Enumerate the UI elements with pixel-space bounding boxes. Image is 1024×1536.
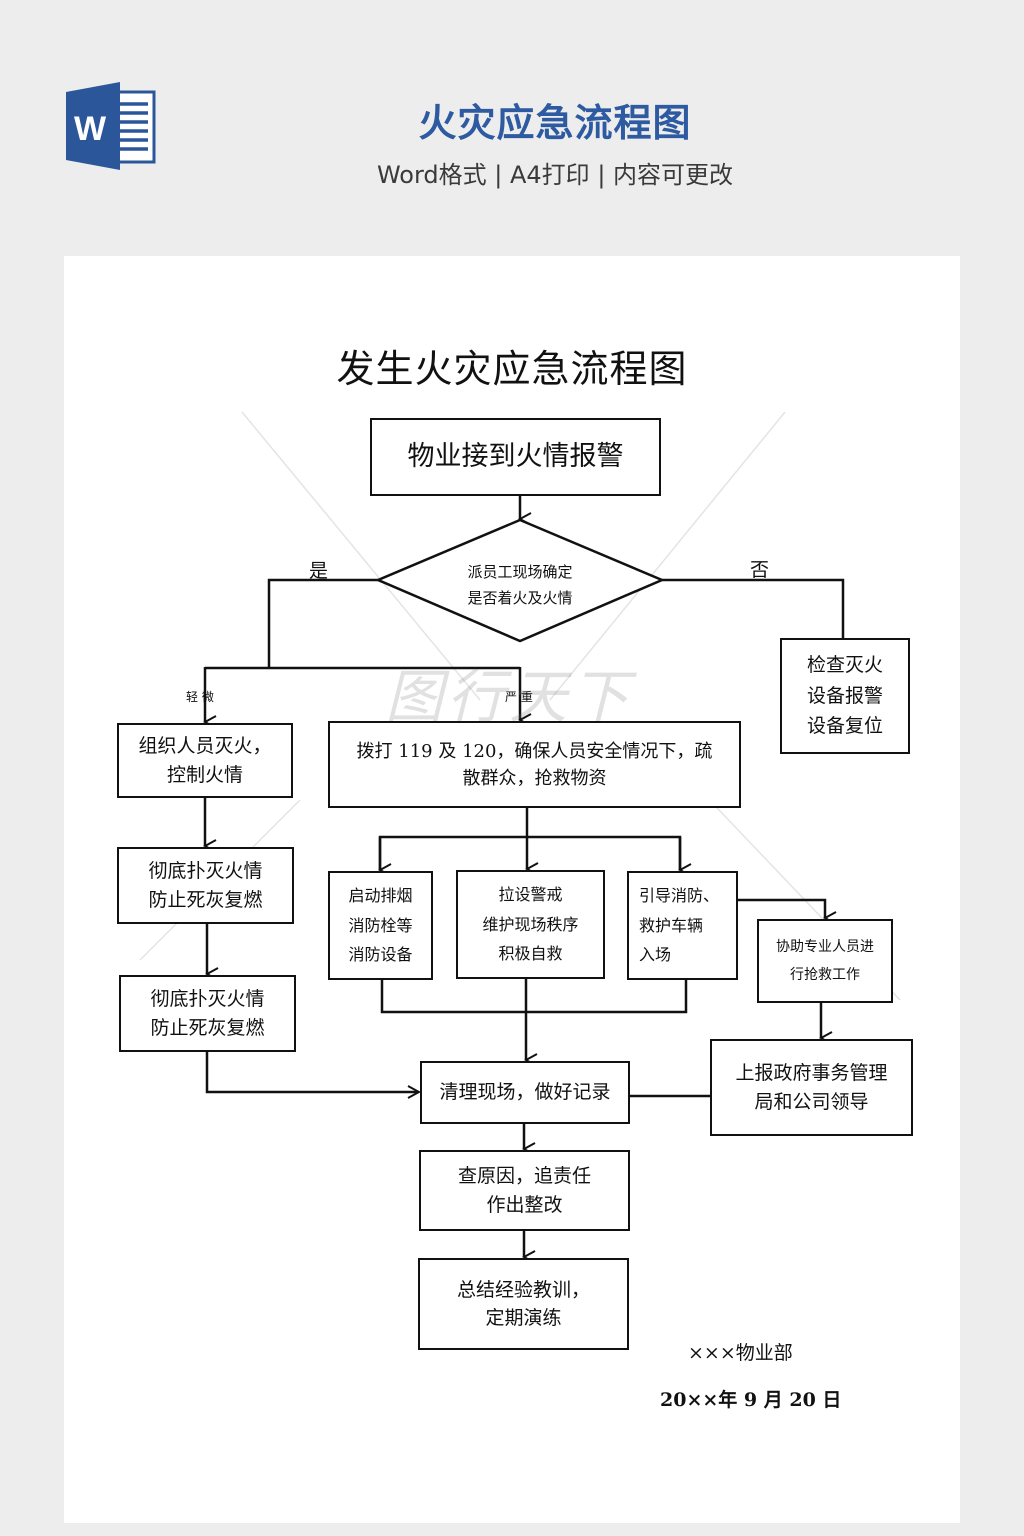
signature-date: 20××年 9 月 20 日 — [660, 1389, 842, 1411]
step-minor-3: 彻底扑灭火情 防止死灰复燃 — [119, 975, 296, 1052]
step-severe: 拨打 119 及 120，确保人员安全情况下，疏 散群众，抢救物资 — [328, 721, 741, 808]
word-icon-letter: W — [74, 110, 107, 148]
step-summarize-drill-text: 总结经验教训， 定期演练 — [456, 1278, 590, 1330]
severe-label: 严 重 — [505, 690, 533, 704]
decision-diamond — [374, 518, 666, 643]
step-cordon-text: 拉设警戒 维护现场秩序 积极自救 — [482, 885, 579, 964]
step-severe-text: 拨打 119 及 120，确保人员安全情况下，疏 散群众，抢救物资 — [356, 740, 713, 789]
step-check-equipment-text: 检查灭火 设备报警 设备复位 — [806, 654, 883, 738]
signature-department: ×××物业部 — [688, 1342, 793, 1364]
no-label: 否 — [750, 559, 770, 581]
step-summarize-drill: 总结经验教训， 定期演练 — [418, 1258, 629, 1350]
word-document-icon: W — [64, 80, 158, 172]
step-minor-2-text: 彻底扑灭火情 防止死灰复燃 — [148, 860, 263, 911]
minor-label: 轻 微 — [186, 690, 214, 704]
step-assist-rescue: 协助专业人员进 行抢救工作 — [757, 919, 893, 1003]
step-clean-record: 清理现场，做好记录 — [420, 1061, 630, 1124]
step-smoke-exhaust-text: 启动排烟 消防栓等 消防设备 — [348, 886, 413, 965]
step-investigate: 查原因，追责任 作出整改 — [419, 1150, 630, 1231]
step-receive-alarm-text: 物业接到火情报警 — [407, 440, 624, 472]
connector-yes — [267, 578, 378, 668]
step-cordon: 拉设警戒 维护现场秩序 积极自救 — [456, 870, 605, 979]
step-minor-2: 彻底扑灭火情 防止死灰复燃 — [117, 847, 294, 924]
page-subtitle: Word格式 | A4打印 | 内容可更改 — [376, 161, 734, 189]
watermark-text: 图行天下 — [385, 663, 634, 731]
step-report-leaders: 上报政府事务管理 局和公司领导 — [710, 1039, 913, 1136]
step-smoke-exhaust: 启动排烟 消防栓等 消防设备 — [328, 871, 433, 980]
decision-text: 派员工现场确定 是否着火及火情 — [467, 563, 573, 607]
step-minor-1-text: 组织人员灭火， 控制火情 — [138, 735, 272, 786]
step-minor-1: 组织人员灭火， 控制火情 — [117, 723, 293, 798]
document-title: 发生火灾应急流程图 — [336, 347, 688, 391]
step-receive-alarm: 物业接到火情报警 — [370, 418, 661, 496]
connector-no — [662, 578, 845, 638]
step-investigate-text: 查原因，追责任 作出整改 — [457, 1165, 591, 1216]
step-minor-3-text: 彻底扑灭火情 防止死灰复燃 — [150, 988, 265, 1039]
step-clean-record-text: 清理现场，做好记录 — [439, 1081, 611, 1104]
step-report-leaders-text: 上报政府事务管理 局和公司领导 — [735, 1062, 888, 1113]
step-check-equipment: 检查灭火 设备报警 设备复位 — [780, 638, 910, 754]
page-title: 火灾应急流程图 — [418, 101, 692, 145]
step-guide-vehicles: 引导消防、 救护车辆 入场 — [627, 871, 738, 980]
step-guide-vehicles-text: 引导消防、 救护车辆 入场 — [639, 886, 720, 965]
step-assist-rescue-text: 协助专业人员进 行抢救工作 — [776, 939, 874, 983]
yes-label: 是 — [309, 560, 329, 582]
